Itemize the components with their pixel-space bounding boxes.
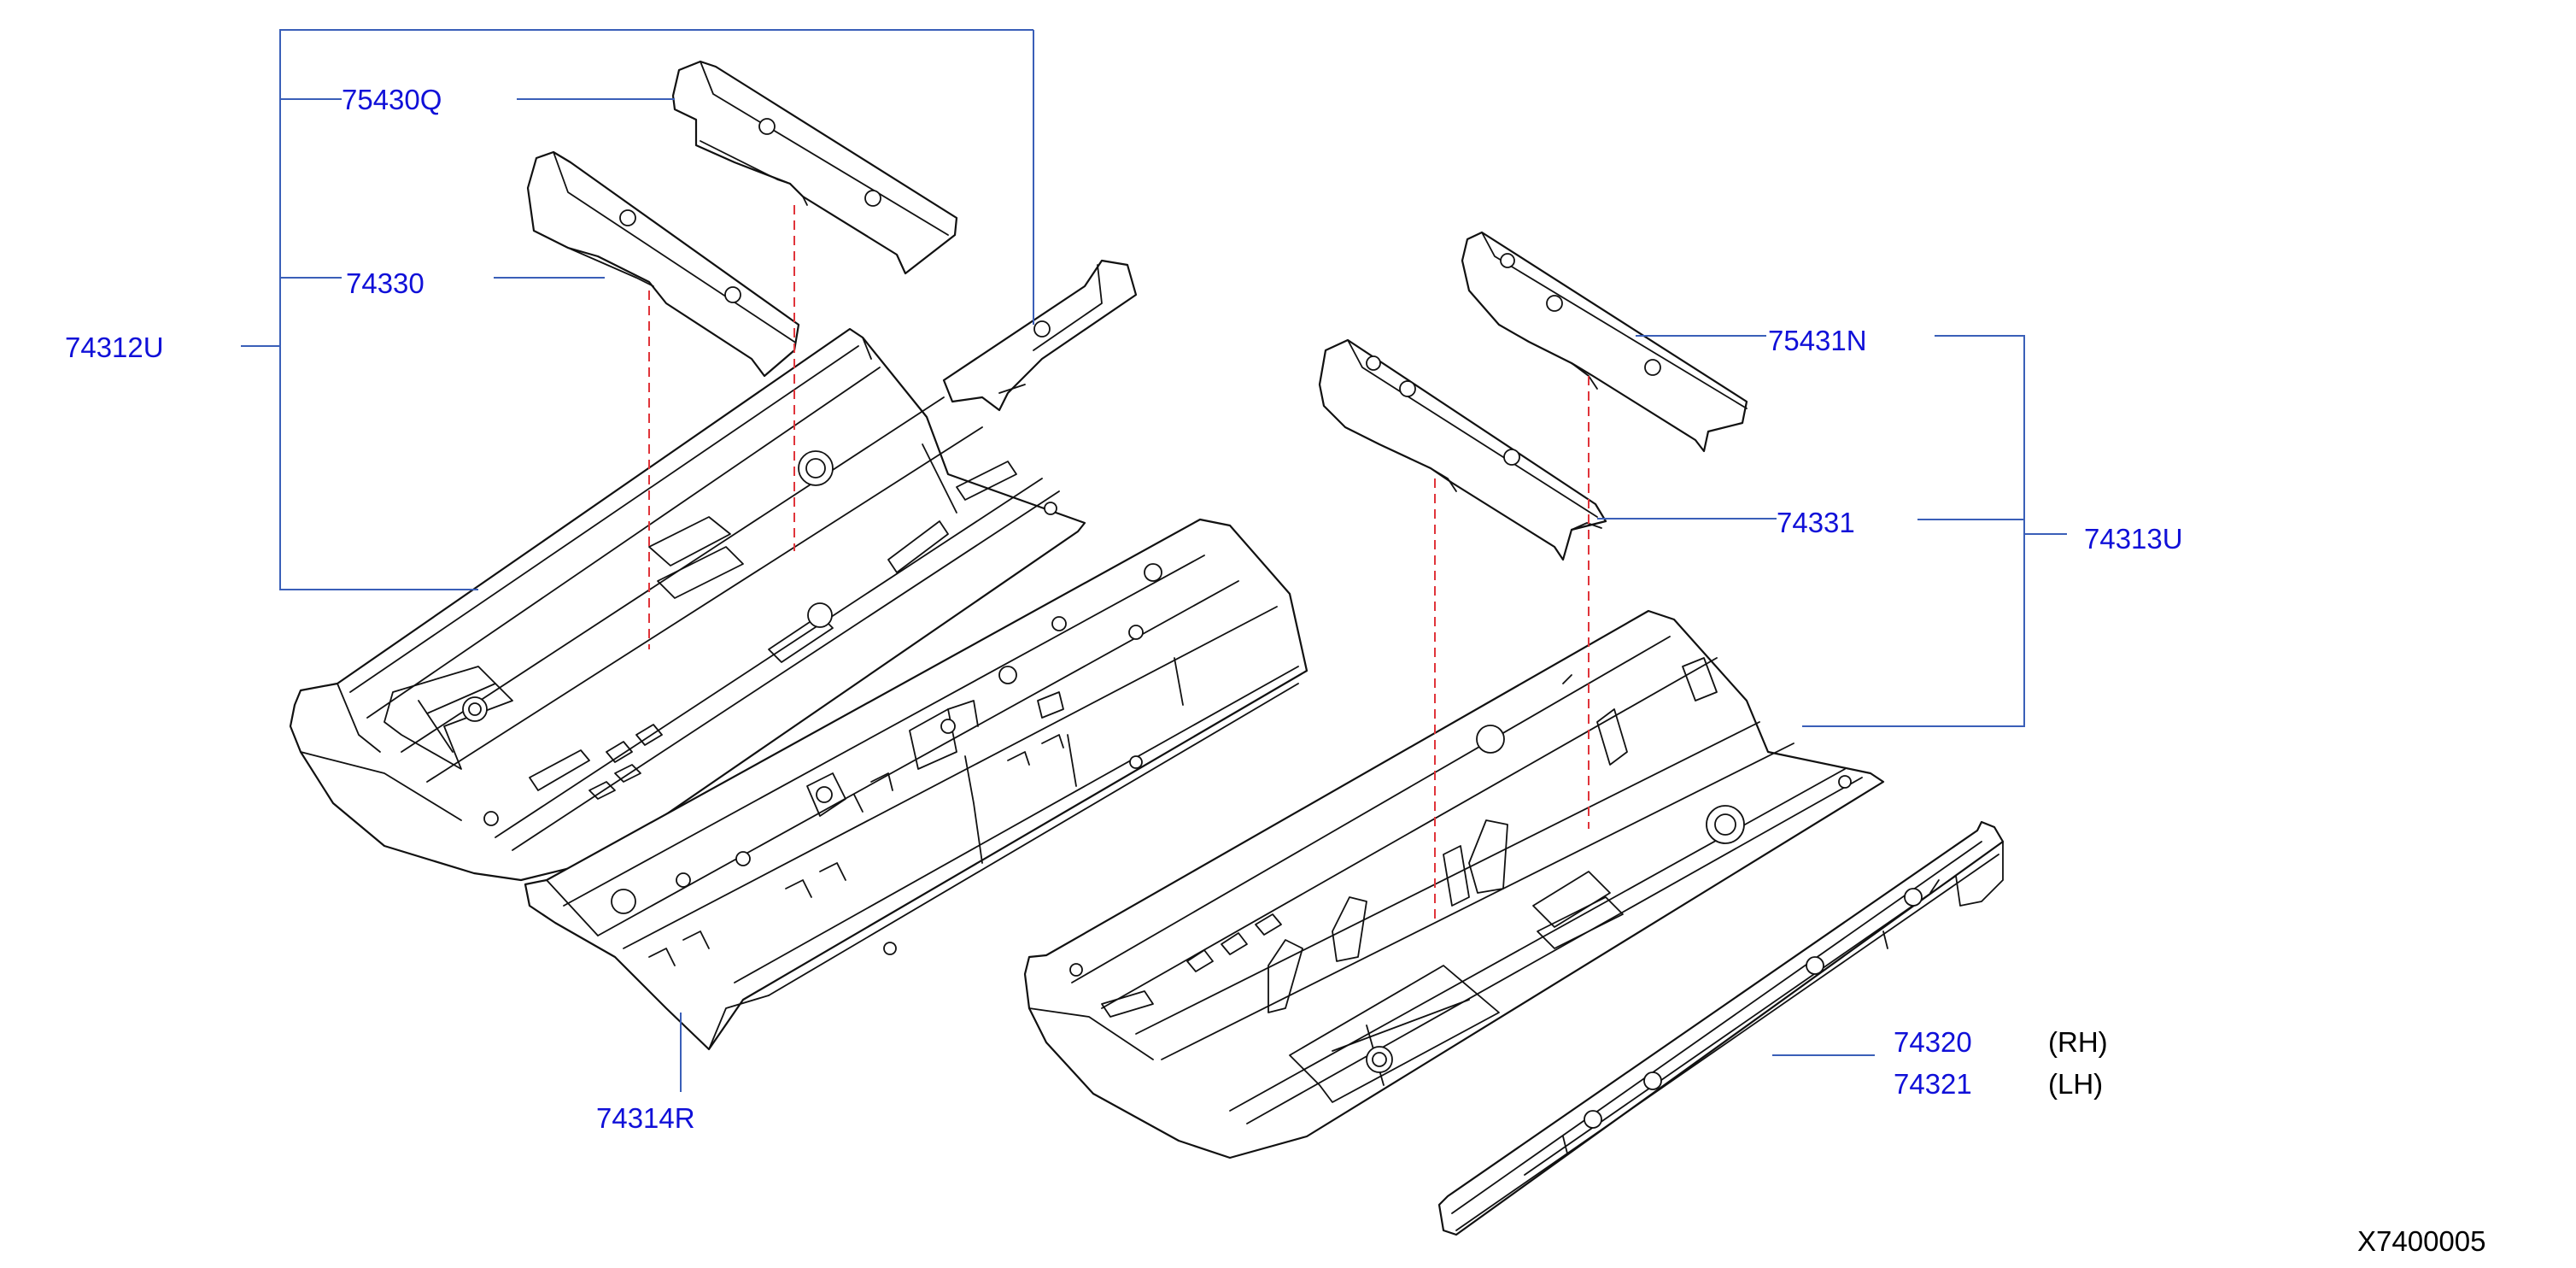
side-bracket-small: [942, 259, 1138, 412]
install-lines: [648, 205, 1590, 923]
part-number-75430Q[interactable]: 75430Q: [342, 84, 442, 115]
part-number-74321[interactable]: 74321: [1894, 1068, 1972, 1100]
cross-member-75431N: [1461, 231, 1748, 453]
cross-member-74331: [1318, 338, 1607, 561]
part-number-74331[interactable]: 74331: [1777, 507, 1855, 538]
part-number-74330[interactable]: 74330: [346, 267, 424, 299]
part-number-74320[interactable]: 74320: [1894, 1026, 1972, 1058]
front-floor-panel-left: [289, 327, 1086, 882]
side-sill-member: [1437, 820, 2005, 1236]
front-floor-panel-right: [1023, 609, 1885, 1159]
part-number-75431N[interactable]: 75431N: [1768, 325, 1867, 356]
diagram-code: X7400005: [2357, 1225, 2486, 1257]
side-label-lh: (LH): [2048, 1068, 2104, 1100]
center-tunnel-panel: [524, 518, 1308, 1051]
cross-member-75430Q: [671, 60, 958, 275]
leader-lines: [241, 29, 2067, 1092]
part-number-74312U[interactable]: 74312U: [65, 332, 164, 363]
side-label-rh: (RH): [2048, 1026, 2108, 1058]
part-number-74314R[interactable]: 74314R: [596, 1102, 695, 1134]
part-number-74313U[interactable]: 74313U: [2084, 523, 2183, 555]
cross-member-74330: [526, 150, 800, 378]
